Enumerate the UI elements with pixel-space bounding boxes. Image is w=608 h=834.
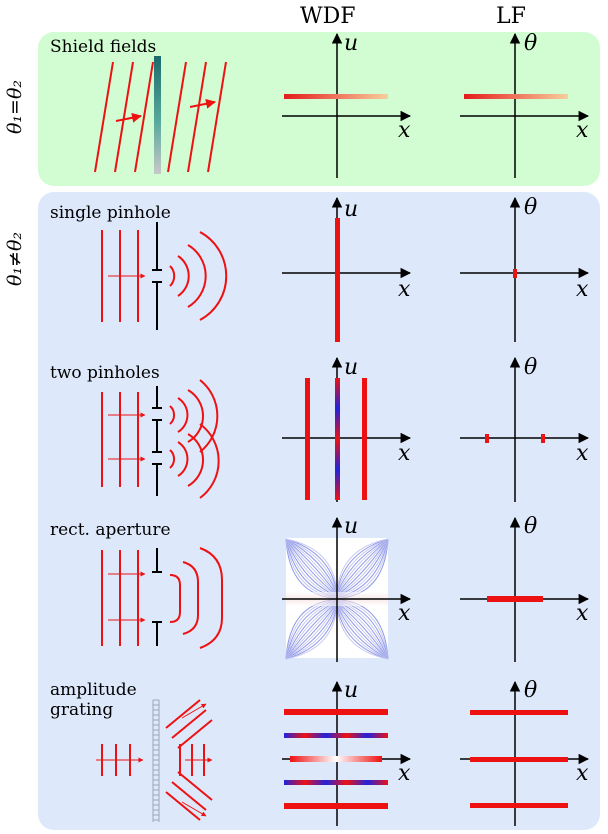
two-pinholes-wdf-interference-line	[335, 378, 340, 500]
axis-label-x: x	[576, 118, 589, 143]
grating-wdf-lower-interference	[284, 780, 388, 785]
grating-wdf-bottom-order	[284, 803, 388, 809]
axis-label-x: x	[398, 277, 411, 302]
row-label-single-pinhole: single pinhole	[50, 203, 171, 223]
row-label-shield: Shield fields	[50, 37, 157, 57]
two-pinholes-lf-right-dot	[541, 434, 545, 443]
axis-label-theta: θ	[524, 31, 537, 56]
shield-lf-band	[464, 94, 568, 99]
single-pinhole-wdf-line	[335, 218, 340, 342]
shield-illustration	[94, 61, 227, 173]
single-pinhole-lf-plot: θ x	[460, 195, 590, 342]
axis-label-x: x	[398, 118, 411, 143]
axis-label-u: u	[344, 355, 358, 380]
row-label-rect-aperture: rect. aperture	[50, 520, 171, 540]
row-label-two-pinholes: two pinholes	[50, 363, 160, 383]
shield-wdf-plot: u x	[282, 31, 412, 178]
shield-occluder	[154, 56, 161, 174]
two-pinholes-wdf-left-line	[305, 378, 310, 500]
axis-label-theta: θ	[524, 514, 537, 539]
axis-label-u: u	[344, 197, 358, 222]
two-pinholes-illustration	[101, 379, 220, 499]
two-pinholes-wdf-right-line	[362, 378, 367, 500]
shield-fields-panel	[38, 32, 600, 186]
grating-wdf-top-order	[284, 709, 388, 715]
axis-label-x: x	[576, 601, 589, 626]
column-header-lf: LF	[496, 4, 526, 29]
axis-label-theta: θ	[524, 195, 537, 220]
shield-lf-plot: θ x	[460, 31, 590, 178]
axis-label-u: u	[344, 31, 358, 56]
grating-lf-zero-order	[470, 757, 568, 762]
rect-aperture-lf-segment	[487, 596, 543, 602]
amplitude-grating-illustration	[96, 699, 213, 822]
column-header-wdf: WDF	[300, 4, 356, 29]
unequal-angles-panel	[38, 192, 600, 830]
two-pinholes-lf-plot: θ x	[460, 355, 590, 502]
grating-lf-bottom-order	[470, 803, 568, 808]
shield-wdf-band	[284, 94, 388, 99]
grating-wdf-zero-order	[290, 756, 382, 762]
two-pinholes-lf-left-dot	[485, 434, 489, 443]
amplitude-grating-wdf-plot: u x	[282, 678, 412, 826]
axis-label-x: x	[576, 441, 589, 466]
axis-label-x: x	[398, 761, 411, 786]
row-label-amplitude-grating: amplitude grating	[50, 680, 137, 720]
grating-structure	[152, 699, 160, 822]
single-pinhole-illustration	[101, 222, 228, 330]
amplitude-grating-lf-plot: θ x	[460, 678, 590, 826]
axis-label-theta: θ	[524, 678, 537, 703]
axis-label-x: x	[576, 277, 589, 302]
grating-wdf-upper-interference	[284, 733, 388, 738]
axis-label-u: u	[344, 514, 358, 539]
axis-label-x: x	[398, 601, 411, 626]
grating-lf-top-order	[470, 710, 568, 715]
two-pinholes-wdf-plot: u x	[282, 355, 412, 502]
rect-aperture-wdf-plot: u x	[282, 514, 412, 662]
axis-label-u: u	[344, 678, 358, 703]
rect-aperture-lf-plot: θ x	[460, 514, 590, 662]
axis-label-x: x	[576, 761, 589, 786]
single-pinhole-wdf-plot: u x	[282, 196, 412, 342]
axis-label-x: x	[398, 441, 411, 466]
rect-aperture-illustration	[101, 547, 223, 649]
single-pinhole-lf-dot	[513, 269, 517, 278]
axis-label-theta: θ	[524, 355, 537, 380]
